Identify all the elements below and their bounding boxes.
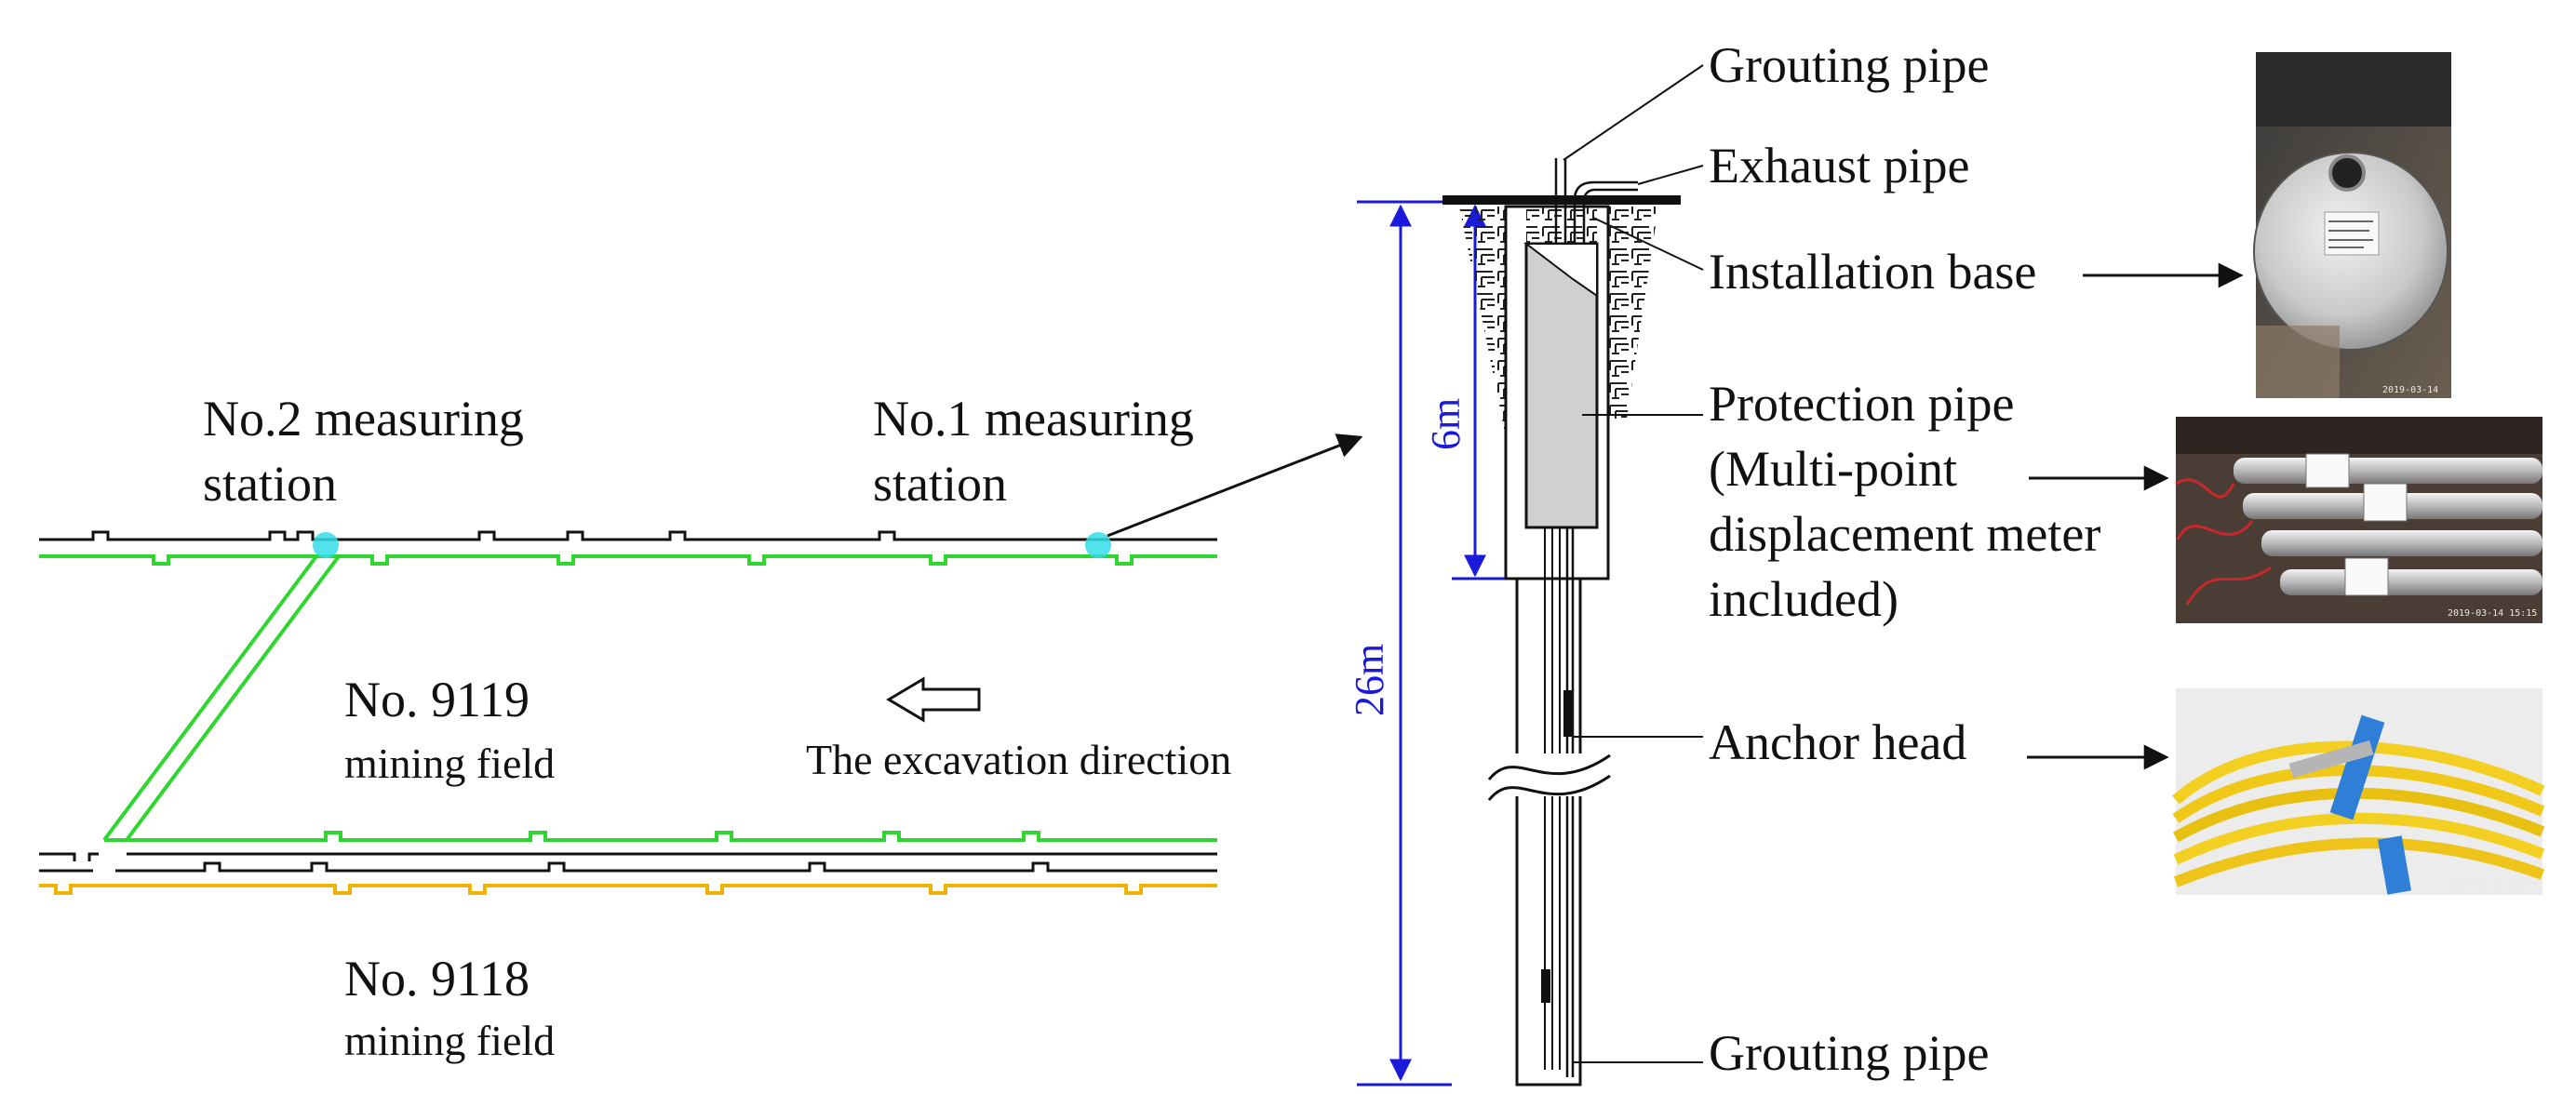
photo-anchor-stamp: 2019-03-14 15:55	[2448, 880, 2537, 890]
station-1-label: No.1 measuring station	[873, 391, 1206, 512]
protection-pipe-line3: displacement meter	[1709, 506, 2100, 562]
protection-pipe-label: Protection pipe (Multi-point displacemen…	[1709, 376, 2113, 627]
grouting-pipe-bottom-label: Grouting pipe	[1709, 1025, 1989, 1081]
station-1-line1: No.1 measuring	[873, 391, 1194, 447]
upper-roadway-black	[39, 530, 1217, 541]
meter-wires	[1544, 527, 1561, 1070]
grouting-pipe	[1554, 158, 1575, 1077]
grouting-pipe-top-label: Grouting pipe	[1709, 37, 1989, 93]
photo-base-stamp: 2019-03-14	[2382, 385, 2438, 395]
photo-installation-base: 2019-03-14	[2253, 52, 2451, 398]
break-line-1	[1487, 753, 1611, 780]
diagonal-roadway-left	[102, 554, 318, 842]
dim-total-label: 26m	[1347, 644, 1392, 716]
field-9119-line1: No. 9119	[344, 672, 530, 727]
station-1-line2: station	[873, 456, 1007, 512]
protection-pipe	[1524, 242, 1599, 529]
upper-roadway-green	[39, 554, 1217, 566]
station-2-marker[interactable]	[313, 532, 339, 558]
lower-borehole-top	[1515, 579, 1582, 753]
field-9118-line2: mining field	[344, 1017, 555, 1064]
station-2-line1: No.2 measuring	[203, 391, 524, 447]
lower-roadway-green	[104, 831, 1217, 842]
lower-borehole-bottom	[1515, 796, 1582, 1087]
anchor-head-upper	[1563, 690, 1573, 737]
dim-upper-label: 6m	[1423, 398, 1469, 450]
lower-roadway-black-top	[39, 852, 1217, 861]
rock-hatch-inner	[1526, 207, 1597, 244]
photo-meter-stamp: 2019-03-14 15:15	[2448, 608, 2537, 619]
protection-pipe-line1: Protection pipe	[1709, 376, 2014, 432]
lower-roadway-black-bottom	[39, 861, 1217, 873]
section-view: 26m 6m Gr	[1347, 37, 2244, 1087]
field-9118-label: No. 9118 mining field	[344, 951, 555, 1064]
station-1-marker[interactable]	[1085, 532, 1111, 558]
diagonal-roadway-right	[125, 554, 341, 842]
station-1-leader-arrow	[1107, 433, 1363, 538]
anchor-head-label: Anchor head	[1709, 714, 1966, 770]
field-9119-line2: mining field	[344, 740, 555, 787]
protection-pipe-line2: (Multi-point	[1709, 441, 1957, 497]
leader-installation-base	[1592, 217, 1704, 271]
installation-base-plate	[1442, 195, 1681, 205]
protection-pipe-line4: included)	[1709, 571, 1898, 627]
anchor-head-lower	[1541, 969, 1550, 1003]
leader-exhaust	[1637, 165, 1704, 185]
excavation-arrow-icon	[886, 676, 981, 723]
station-2-line2: station	[203, 456, 337, 512]
lower-roadway-yellow	[39, 884, 1217, 895]
break-line-2	[1487, 774, 1611, 801]
photo-displacement-meter: 2019-03-14 15:15	[2175, 417, 2542, 623]
excavation-direction-label: The excavation direction	[806, 736, 1231, 783]
exhaust-pipe-label: Exhaust pipe	[1709, 138, 1969, 193]
installation-base-label: Installation base	[1709, 244, 2036, 300]
rock-hatch-left	[1459, 207, 1506, 437]
rock-hatch-right	[1608, 207, 1658, 419]
exhaust-pipe	[1573, 180, 1638, 244]
field-9118-line1: No. 9118	[344, 951, 530, 1007]
photo-anchor-head: 2019-03-14 15:55	[2172, 688, 2545, 895]
protection-pipe-cut	[1523, 243, 1598, 298]
leader-grouting-top	[1563, 64, 1704, 161]
field-9119-label: No. 9119 mining field	[344, 672, 555, 787]
station-2-label: No.2 measuring station	[203, 391, 536, 512]
plan-view: No.2 measuring station No.1 measuring st…	[39, 391, 1363, 1064]
